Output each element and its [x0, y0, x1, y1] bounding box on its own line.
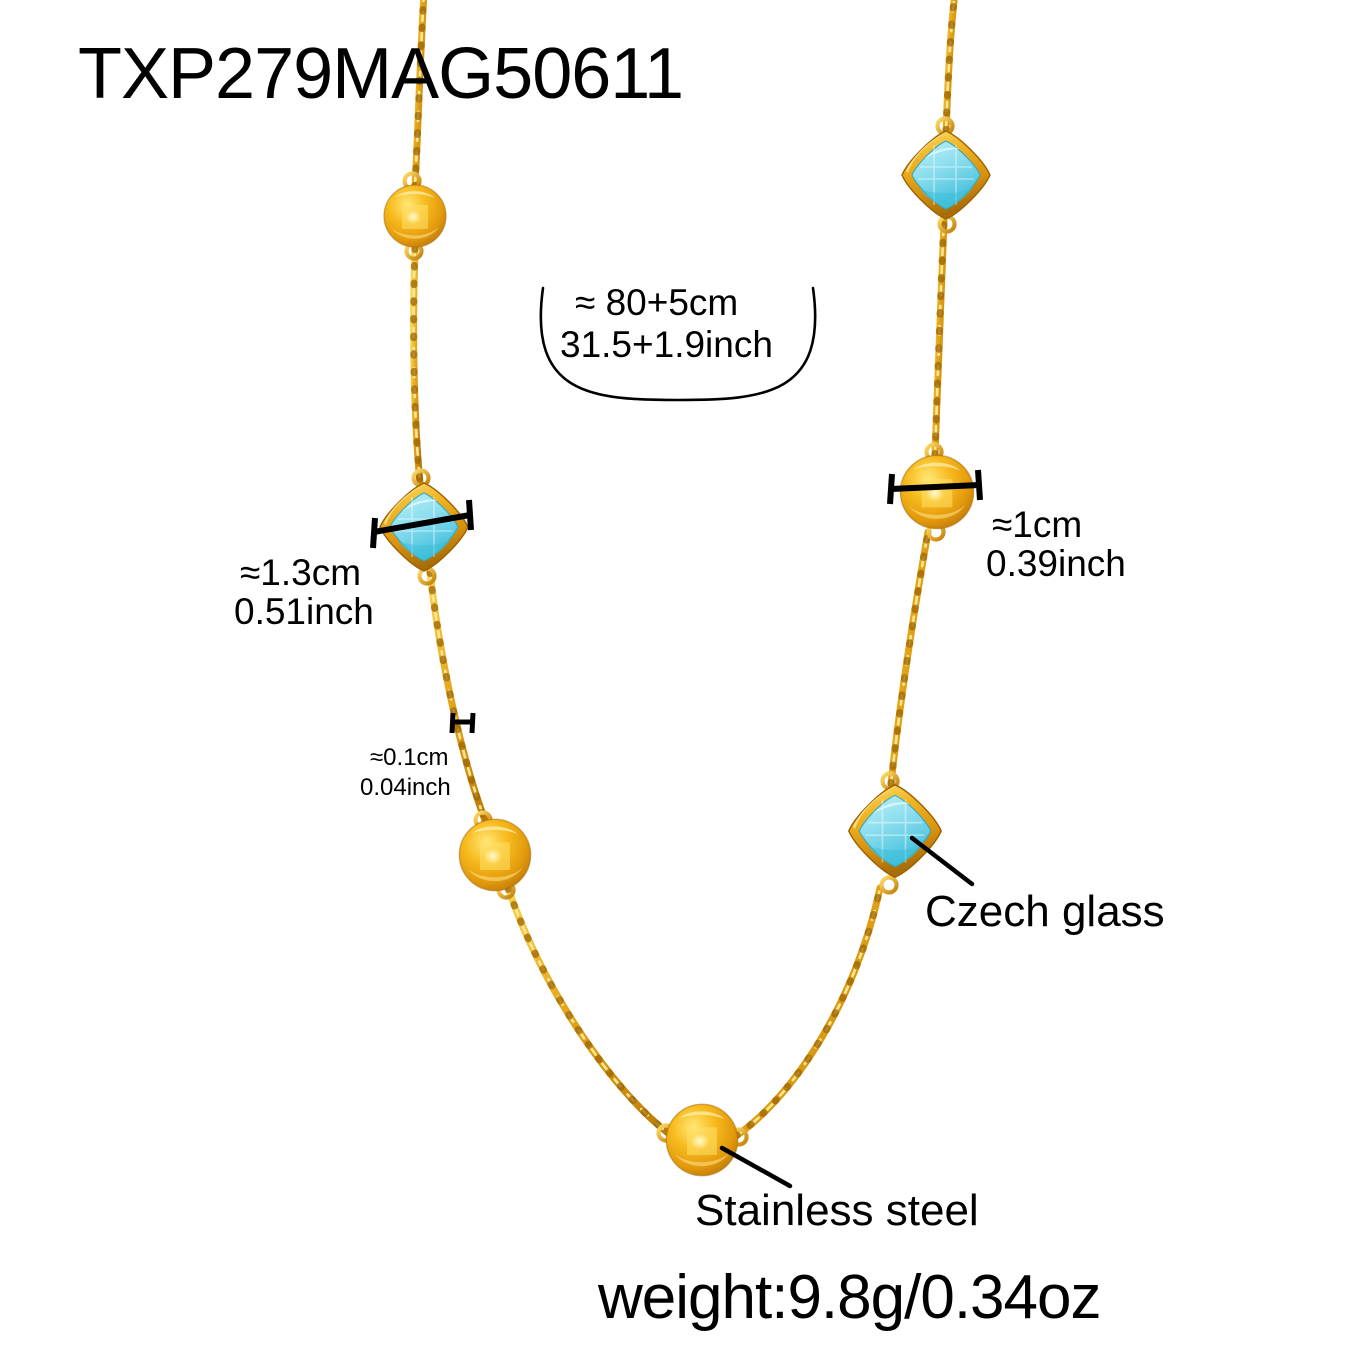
- length-callout-cm: ≈ 80+5cm: [575, 282, 739, 323]
- chain-size-inch: 0.04inch: [360, 774, 451, 801]
- length-callout-inch: 31.5+1.9inch: [560, 324, 773, 365]
- product-sku: TXP279MAG50611: [78, 34, 684, 114]
- dimension-line-glass: [370, 499, 474, 549]
- material-label-glass: Czech glass: [925, 887, 1165, 936]
- chain-size-cm: ≈0.1cm: [370, 744, 449, 771]
- material-label-metal: Stainless steel: [695, 1186, 979, 1235]
- length-bracket-arc: [539, 286, 817, 402]
- ball-size-cm: ≈1cm: [992, 504, 1083, 545]
- product-weight: weight:9.8g/0.34oz: [598, 1263, 1101, 1332]
- dimension-line-chain: [449, 712, 476, 734]
- dimension-line-ball: [887, 469, 983, 505]
- leader-line-stainless-steel: [719, 1145, 793, 1189]
- glass-size-inch: 0.51inch: [234, 591, 374, 632]
- ball-size-inch: 0.39inch: [986, 543, 1126, 584]
- glass-size-cm: ≈1.3cm: [240, 552, 362, 593]
- leader-line-czech-glass: [909, 835, 975, 887]
